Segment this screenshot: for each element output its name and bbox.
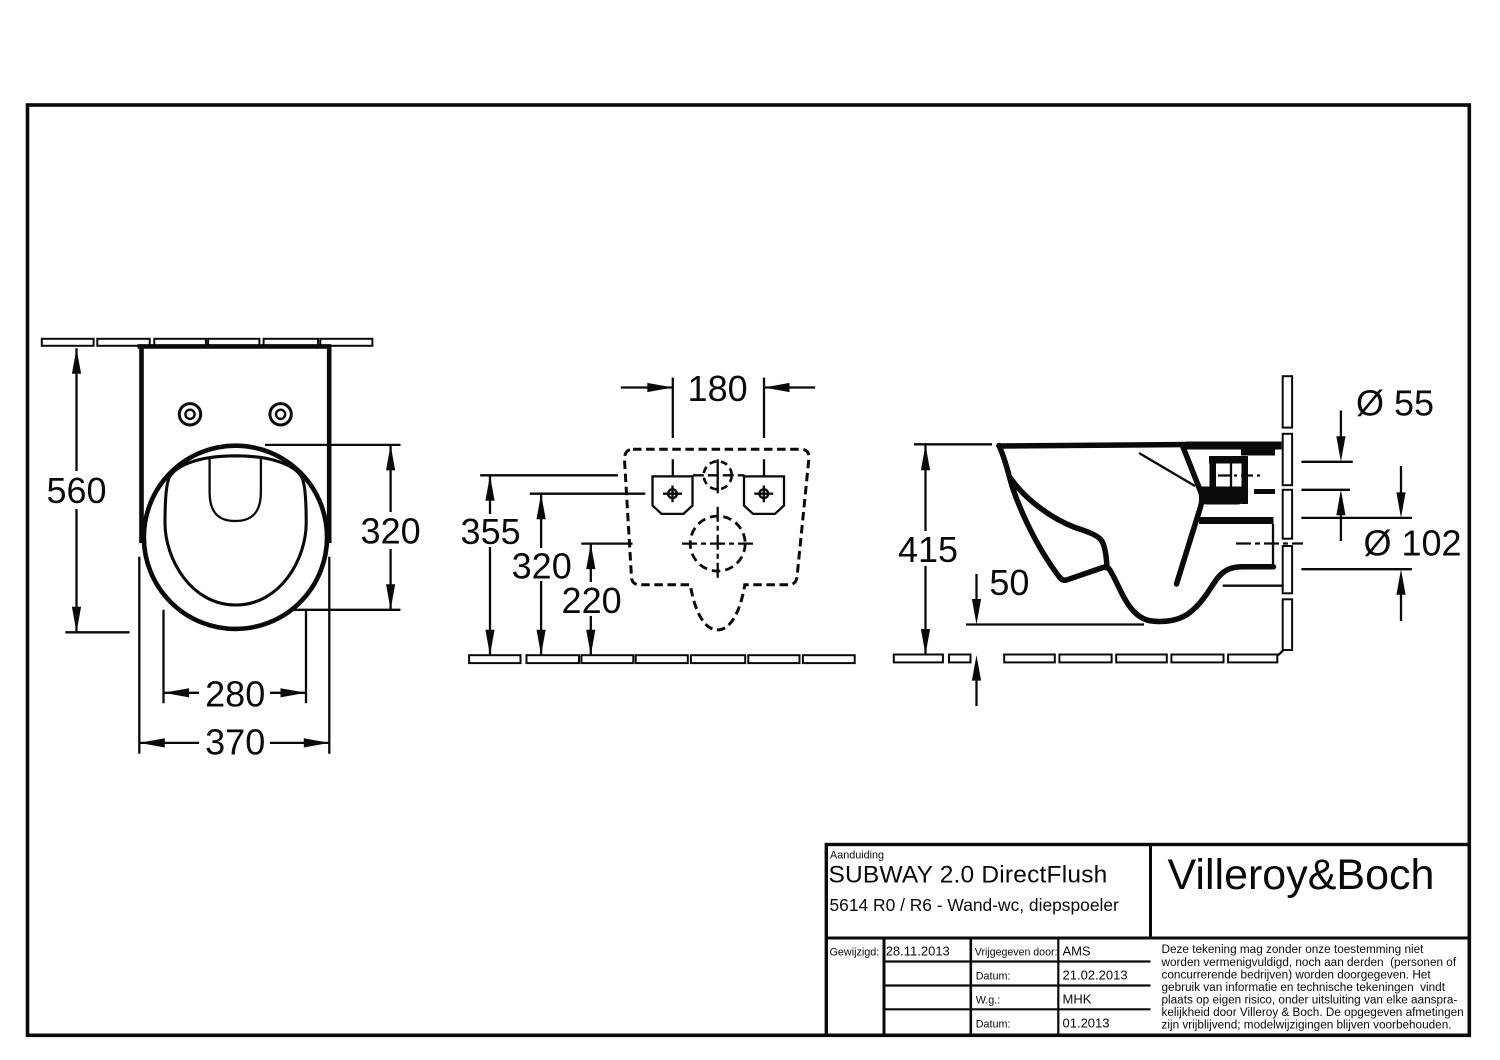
svg-text:concurrerende bedrijven) worde: concurrerende bedrijven) worden doorgege… [1162, 968, 1432, 981]
svg-text:Ø 102: Ø 102 [1364, 523, 1462, 564]
svg-text:21.02.2013: 21.02.2013 [1063, 967, 1128, 982]
svg-text:50: 50 [989, 562, 1029, 603]
svg-text:180: 180 [688, 368, 748, 409]
svg-text:zijn vrijblijvend; modelwijzig: zijn vrijblijvend; modelwijzigingen blij… [1162, 1019, 1452, 1032]
svg-text:Ø 55: Ø 55 [1356, 383, 1434, 424]
svg-text:MHK: MHK [1063, 991, 1092, 1006]
svg-text:gebruik van informatie en tech: gebruik van informatie en technische tek… [1162, 981, 1446, 994]
svg-text:SUBWAY 2.0 DirectFlush: SUBWAY 2.0 DirectFlush [829, 862, 1108, 889]
svg-text:5614 R0 / R6 - Wand-wc, diepsp: 5614 R0 / R6 - Wand-wc, diepspoeler [830, 895, 1120, 915]
svg-text:280: 280 [205, 674, 265, 715]
svg-text:370: 370 [205, 722, 265, 763]
svg-text:worden vermenigvuldigd, noch a: worden vermenigvuldigd, noch aan derden … [1161, 956, 1457, 969]
svg-text:W.g.:: W.g.: [976, 994, 1001, 1006]
svg-text:Aanduiding: Aanduiding [830, 850, 884, 862]
svg-text:Datum:: Datum: [976, 970, 1011, 982]
svg-text:560: 560 [46, 470, 106, 511]
svg-text:plaats op eigen risico, onder: plaats op eigen risico, onder uitsluitin… [1162, 993, 1458, 1006]
svg-text:AMS: AMS [1063, 943, 1092, 958]
svg-text:Gewijzigd:: Gewijzigd: [830, 946, 880, 958]
svg-text:01.2013: 01.2013 [1063, 1015, 1110, 1030]
svg-text:220: 220 [562, 580, 622, 621]
svg-text:kelijkheid door Villeroy & Boc: kelijkheid door Villeroy & Boch. De opge… [1162, 1006, 1464, 1019]
svg-text:28.11.2013: 28.11.2013 [886, 943, 950, 958]
svg-text:Vrijgegeven door:: Vrijgegeven door: [975, 946, 1058, 958]
svg-text:355: 355 [461, 511, 521, 552]
svg-text:415: 415 [898, 529, 958, 570]
svg-text:320: 320 [512, 546, 572, 587]
svg-text:320: 320 [361, 511, 421, 552]
svg-text:Datum:: Datum: [976, 1018, 1011, 1030]
svg-text:Deze tekening mag zonder onze: Deze tekening mag zonder onze toestemmin… [1162, 943, 1425, 956]
svg-text:Villeroy&Boch: Villeroy&Boch [1168, 851, 1435, 899]
